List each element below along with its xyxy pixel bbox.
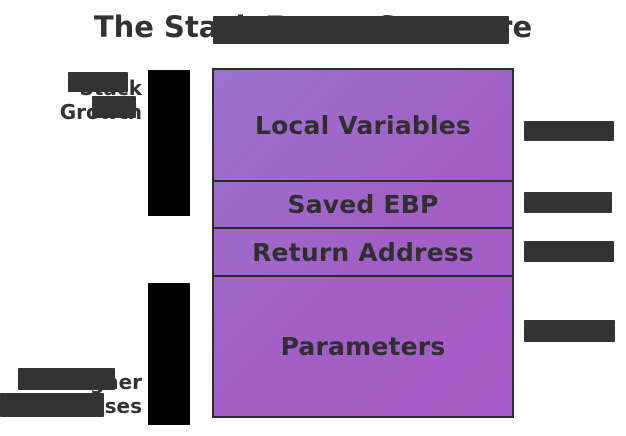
stack-growth-redaction-bar-1	[68, 72, 128, 92]
stack-cell-saved-ebp: Saved EBP	[214, 182, 512, 229]
stack-frame-diagram: Local Variables Saved EBP Return Address…	[212, 68, 514, 418]
higher-addresses-redaction-bar-1	[18, 368, 115, 390]
stack-growth-arrow-icon	[148, 70, 190, 216]
stack-cell-parameters: Parameters	[214, 277, 512, 416]
stack-cell-return-address: Return Address	[214, 229, 512, 277]
annotation-return-address-redaction-bar	[524, 241, 614, 262]
stack-cell-label-saved-ebp: Saved EBP	[287, 190, 439, 219]
stack-cell-label-local-variables: Local Variables	[255, 110, 471, 140]
higher-addresses-redaction-bar-2	[0, 393, 104, 417]
title-redaction-bar	[213, 16, 509, 44]
annotation-saved-ebp-redaction-bar	[524, 192, 612, 213]
annotation-parameters-redaction-bar	[524, 320, 615, 342]
stack-cell-label-parameters: Parameters	[280, 332, 446, 361]
stack-growth-redaction-bar-2	[92, 96, 136, 118]
higher-addresses-arrow-icon	[148, 283, 190, 425]
stack-cell-local-variables: Local Variables	[214, 70, 512, 182]
stack-cell-label-return-address: Return Address	[252, 237, 474, 267]
annotation-local-variables-redaction-bar	[524, 121, 614, 141]
